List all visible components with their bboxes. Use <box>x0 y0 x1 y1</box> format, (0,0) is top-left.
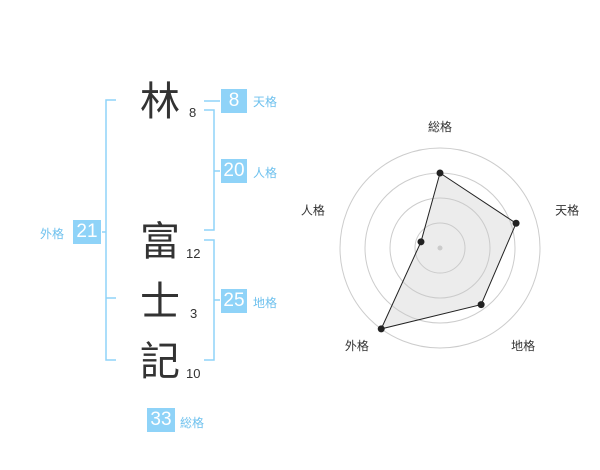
gaikaku-label: 外格 <box>40 227 65 241</box>
jinkaku-label: 人格 <box>253 166 278 180</box>
tenkaku-value: 8 <box>221 89 247 113</box>
soukaku-label: 総格 <box>180 416 205 430</box>
gaikaku-value: 21 <box>73 220 101 244</box>
radar-axis-label-4: 人格 <box>301 203 325 218</box>
stroke-count-4: 10 <box>186 366 201 381</box>
radar-ring-2 <box>389 197 491 299</box>
stroke-count-1: 8 <box>189 105 197 120</box>
name-char-3: 士 <box>140 279 180 325</box>
bracket-lines <box>102 99 220 361</box>
radar-axis-label-3: 外格 <box>345 338 369 353</box>
name-char-4: 記 <box>140 339 180 385</box>
radar-axis-label-1: 天格 <box>555 203 579 218</box>
radar-point-2 <box>477 301 485 309</box>
tenkaku-label: 天格 <box>253 95 278 109</box>
stroke-count-3: 3 <box>190 306 198 321</box>
radar-ring-4 <box>339 147 541 349</box>
name-char-2: 富 <box>140 219 180 265</box>
radar-point-1 <box>512 219 520 227</box>
radar-axis-label-0: 総格 <box>428 119 452 134</box>
radar-point-0 <box>436 169 444 177</box>
radar-point-4 <box>417 238 425 246</box>
soukaku-value: 33 <box>147 408 175 432</box>
chikaku-label: 地格 <box>253 296 278 310</box>
chikaku-value: 25 <box>221 289 247 313</box>
jinkaku-bracket <box>204 109 215 231</box>
gaikaku-bracket <box>105 99 116 361</box>
radar-point-3 <box>377 325 385 333</box>
name-char-1: 林 <box>140 79 180 125</box>
jinkaku-value: 20 <box>221 159 247 183</box>
chikaku-bracket <box>204 239 215 361</box>
radar-polygon <box>380 172 517 330</box>
radar-axis-label-2: 地格 <box>511 338 535 353</box>
radar-center <box>437 245 443 251</box>
radar-ring-1 <box>414 222 466 274</box>
stroke-count-2: 12 <box>186 246 201 261</box>
